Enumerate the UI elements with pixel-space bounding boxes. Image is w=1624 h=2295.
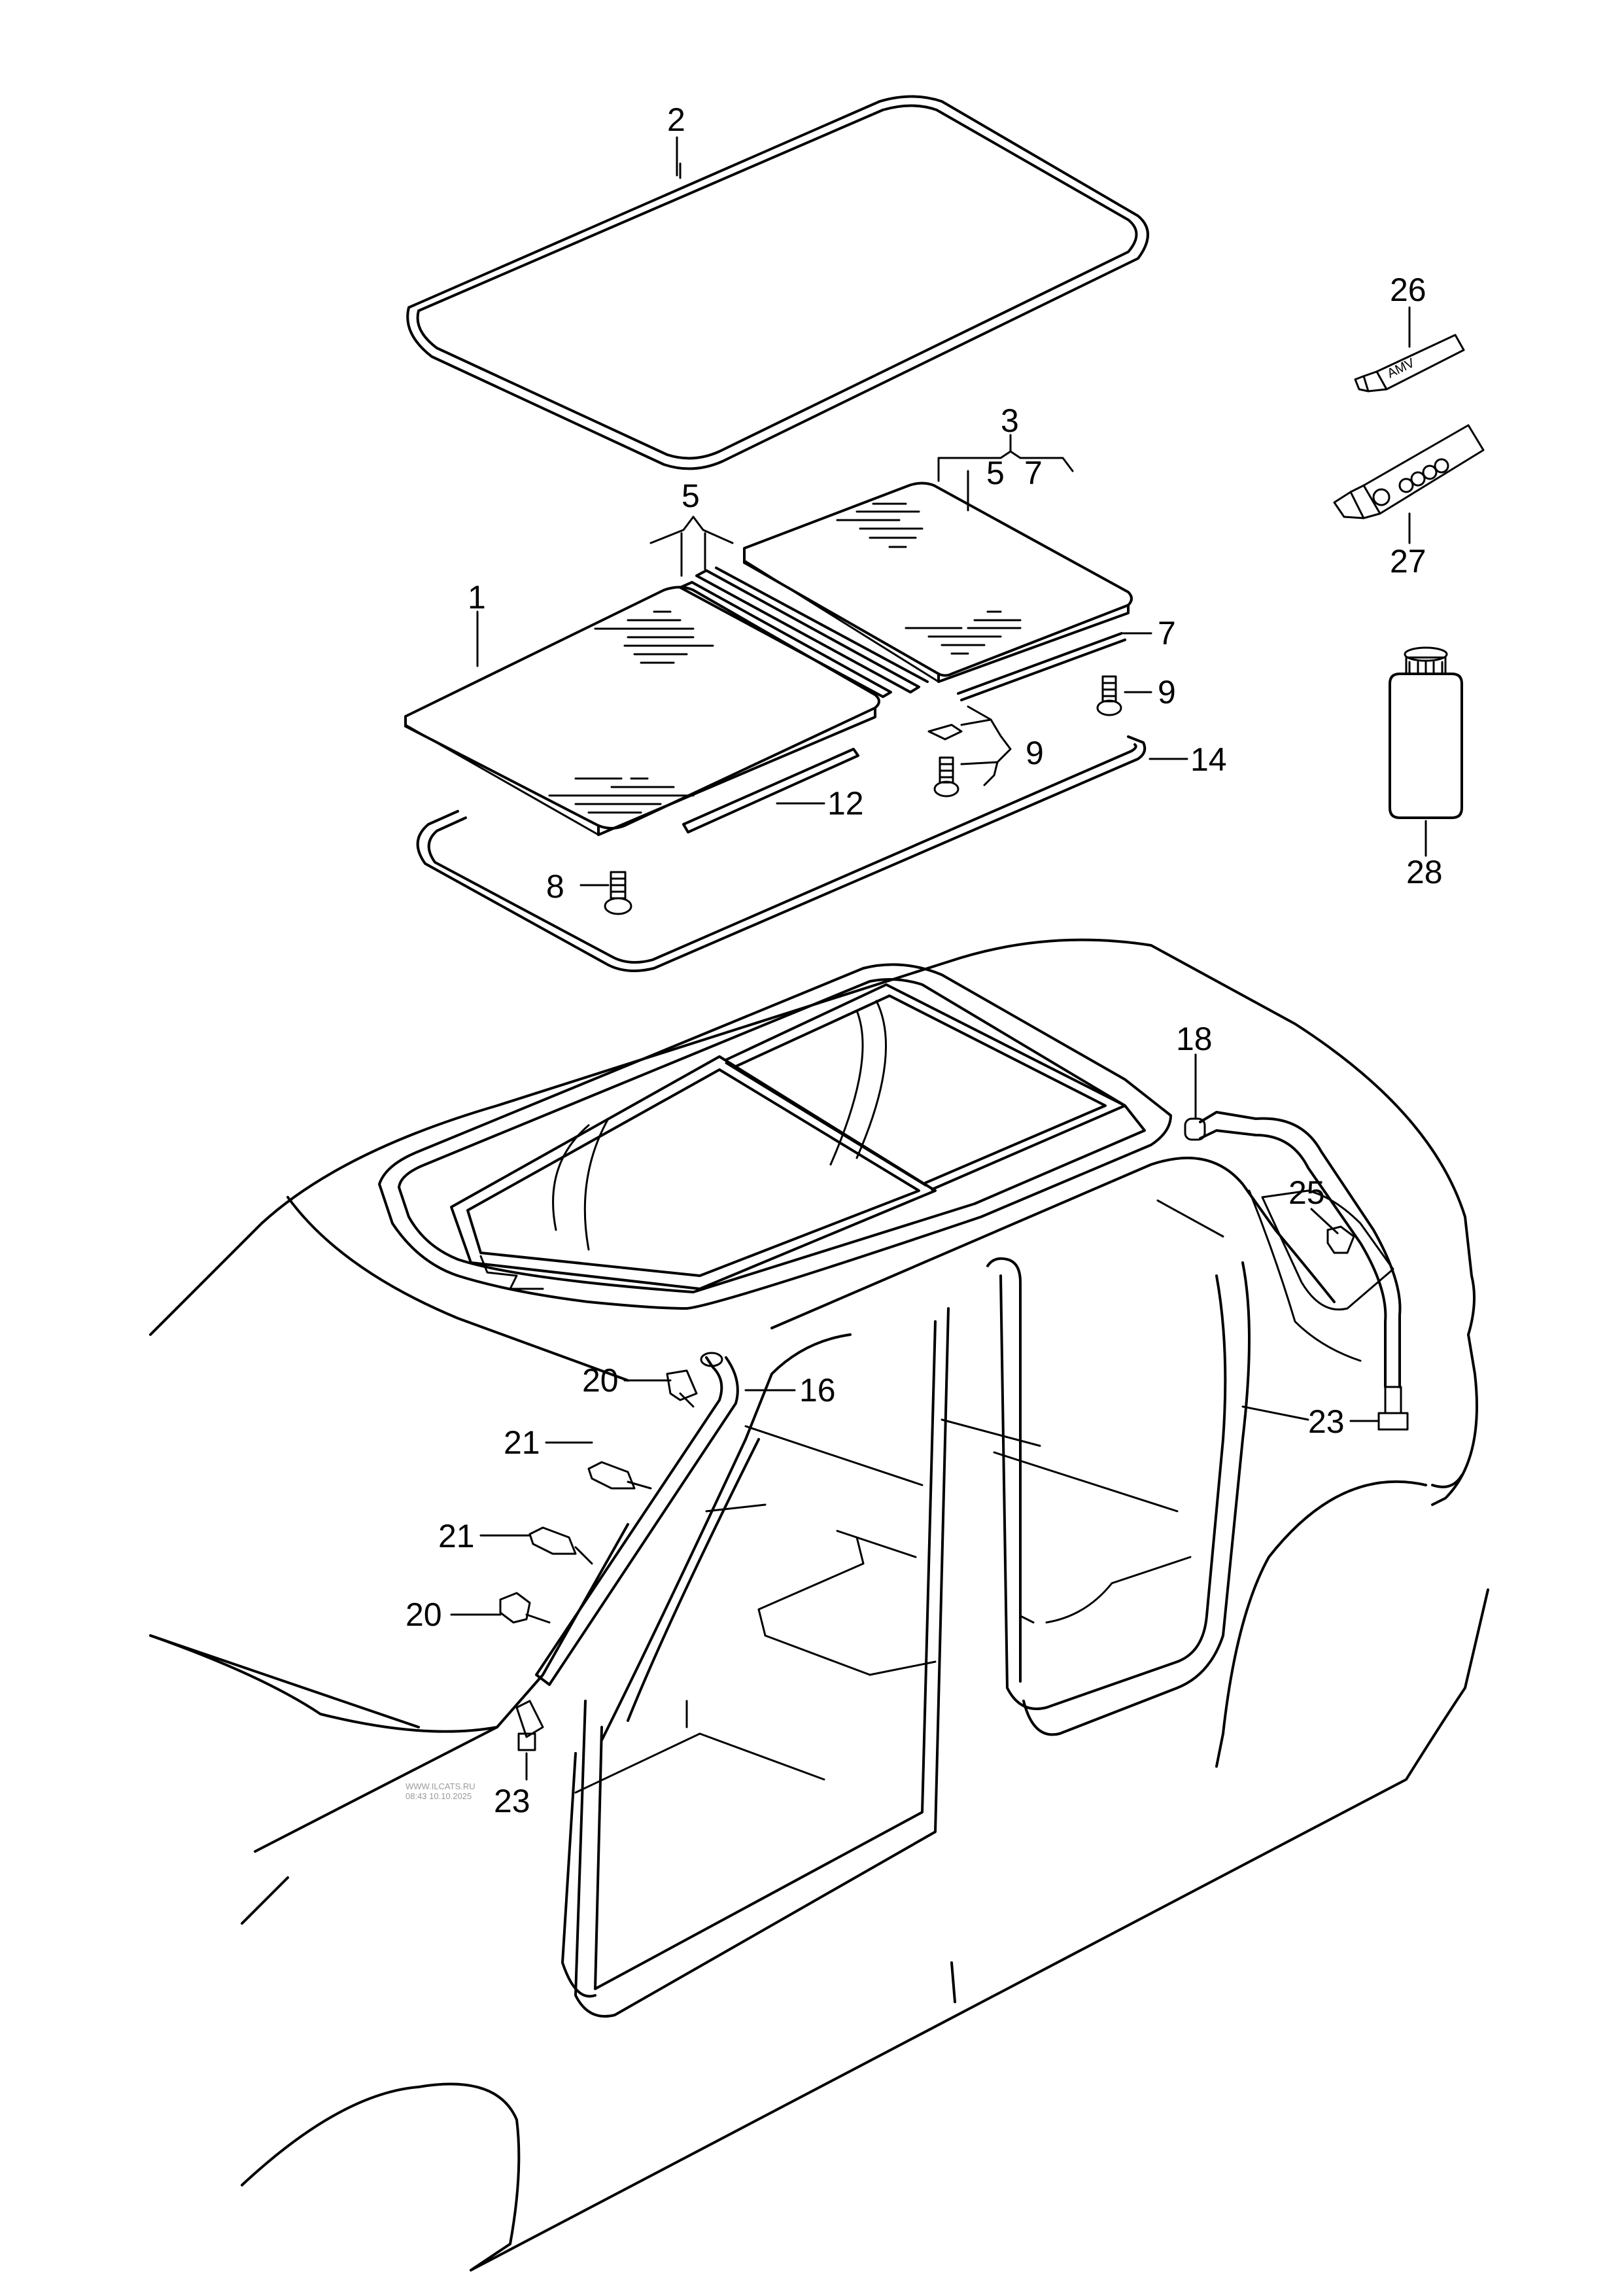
label-7: 7 — [1158, 615, 1176, 652]
tube-part-27 — [1333, 424, 1485, 519]
label-9-upper: 9 — [1158, 674, 1176, 710]
front-glass-part-1 — [404, 586, 880, 836]
bolt-part-9-upper — [1096, 675, 1122, 716]
label-21-upper: 21 — [504, 1424, 540, 1461]
clip-part-21-upper — [587, 1461, 636, 1490]
seal-frame-part-2 — [406, 95, 1149, 470]
leader-lines — [450, 136, 1427, 1781]
strip-part-7 — [957, 632, 1126, 701]
bolt-part-9-lower — [927, 724, 963, 797]
label-16: 16 — [799, 1372, 836, 1409]
label-1: 1 — [468, 579, 486, 616]
bolt-part-8 — [604, 871, 632, 915]
watermark-line-2: 08:43 10.10.2025 — [406, 1791, 472, 1801]
clip-part-25 — [1326, 1225, 1355, 1254]
label-20-lower: 20 — [406, 1596, 442, 1633]
strip-part-12 — [682, 748, 859, 833]
label-3-sub-7: 7 — [1024, 455, 1043, 491]
watermark: WWW.ILCATS.RU 08:43 10.10.2025 — [406, 1781, 475, 1801]
label-20-upper: 20 — [582, 1362, 619, 1399]
watermark-line-1: WWW.ILCATS.RU — [406, 1781, 475, 1791]
label-25: 25 — [1288, 1174, 1325, 1211]
seal-lower-part-14 — [416, 735, 1147, 972]
clip-part-20-upper — [666, 1369, 698, 1401]
label-18: 18 — [1176, 1021, 1213, 1057]
bottle-part-28 — [1389, 646, 1463, 819]
label-2: 2 — [667, 101, 685, 138]
label-14: 14 — [1190, 741, 1227, 778]
part-labels: 2 3 5 7 5 1 7 9 9 14 12 8 26 27 28 18 25… — [406, 101, 1443, 1819]
label-3-sub-5: 5 — [986, 455, 1005, 491]
label-27: 27 — [1390, 543, 1426, 580]
label-5: 5 — [682, 478, 700, 514]
clip-part-21-lower — [528, 1526, 577, 1555]
label-8: 8 — [546, 868, 564, 905]
car-body — [149, 938, 1489, 2271]
drain-hose-part-18 — [1184, 1111, 1409, 1431]
label-12: 12 — [827, 785, 864, 822]
label-28: 28 — [1406, 854, 1443, 890]
clip-part-20-lower — [499, 1592, 531, 1624]
label-21-lower: 21 — [438, 1518, 475, 1554]
label-23-left: 23 — [494, 1783, 530, 1819]
strip-part-5 — [679, 567, 929, 698]
label-9-lower: 9 — [1026, 735, 1044, 771]
drain-hose-part-16 — [515, 1352, 739, 1751]
label-26: 26 — [1390, 272, 1426, 308]
label-3: 3 — [1001, 402, 1019, 439]
label-23-right: 23 — [1308, 1403, 1345, 1440]
rear-glass-part-3 — [743, 482, 1133, 683]
